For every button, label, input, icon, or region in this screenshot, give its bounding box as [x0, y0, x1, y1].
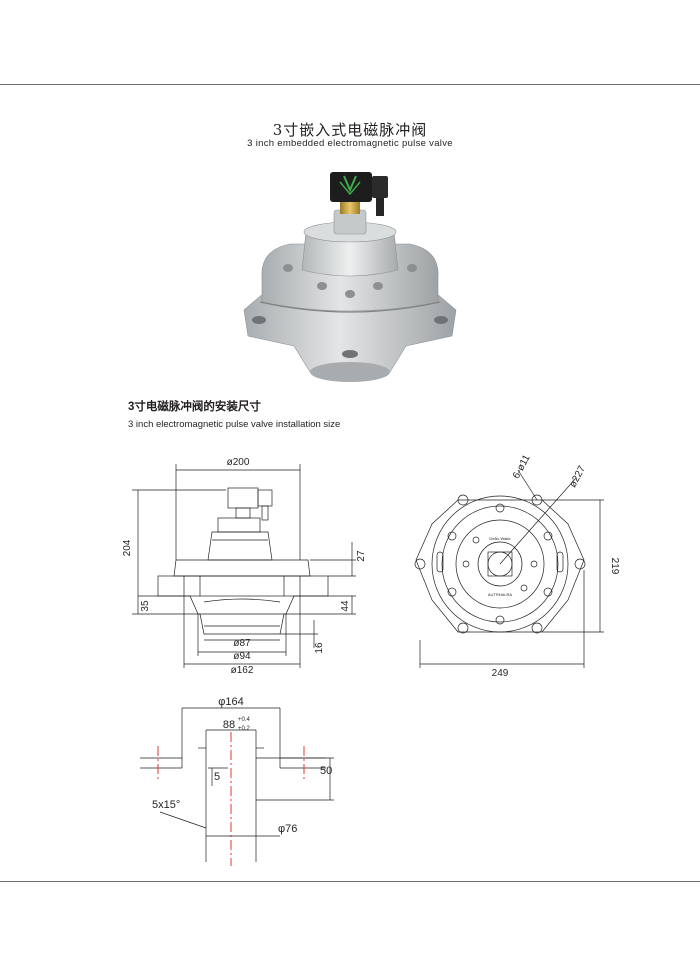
dim-h204: 204	[122, 539, 133, 556]
dim-d164: φ164	[218, 696, 244, 708]
side-view	[157, 487, 329, 635]
dim-d88: 88	[223, 719, 235, 731]
dim-holes: 6-ø11	[511, 453, 533, 481]
dim-h50: 50	[320, 765, 332, 777]
dim-d87: ø87	[233, 638, 251, 649]
side-view-dimensions	[132, 464, 356, 668]
section-title-zh: 3寸电磁脉冲阀的安装尺寸	[128, 401, 261, 413]
detail-view	[140, 707, 334, 862]
page-title-zh: 3寸嵌入式电磁脉冲阀	[272, 121, 428, 139]
dim-h27: 27	[356, 550, 367, 562]
section-title-en: 3 inch electromagnetic pulse valve insta…	[128, 419, 341, 430]
dim-h35: 35	[140, 600, 151, 612]
centerlines	[157, 732, 305, 866]
coil-label: DeBo Waite	[489, 536, 511, 541]
page-title-en: 3 inch embedded electromagnetic pulse va…	[247, 138, 453, 149]
dim-d94: ø94	[233, 651, 251, 662]
pulse-valve-image	[243, 172, 457, 382]
dim-d5: 5	[214, 771, 220, 783]
top-divider	[0, 84, 700, 85]
dim-h219: 219	[609, 558, 620, 575]
dim-h16: 16	[314, 642, 325, 654]
bottom-divider	[0, 881, 700, 882]
top-view-dimensions	[419, 469, 604, 668]
dim-d200: ø200	[227, 457, 250, 468]
dim-w249: 249	[492, 668, 509, 679]
dim-tol-lower: +0.2	[238, 726, 251, 732]
dim-chamfer: 5x15°	[152, 799, 180, 811]
dim-d162: ø162	[231, 665, 254, 676]
dim-d76: φ76	[278, 823, 297, 835]
dim-tol-upper: +0.4	[238, 717, 251, 723]
dim-h44: 44	[340, 600, 351, 612]
body-label: AUTRHALRA	[488, 592, 513, 597]
dim-d227: ø227	[568, 464, 589, 490]
